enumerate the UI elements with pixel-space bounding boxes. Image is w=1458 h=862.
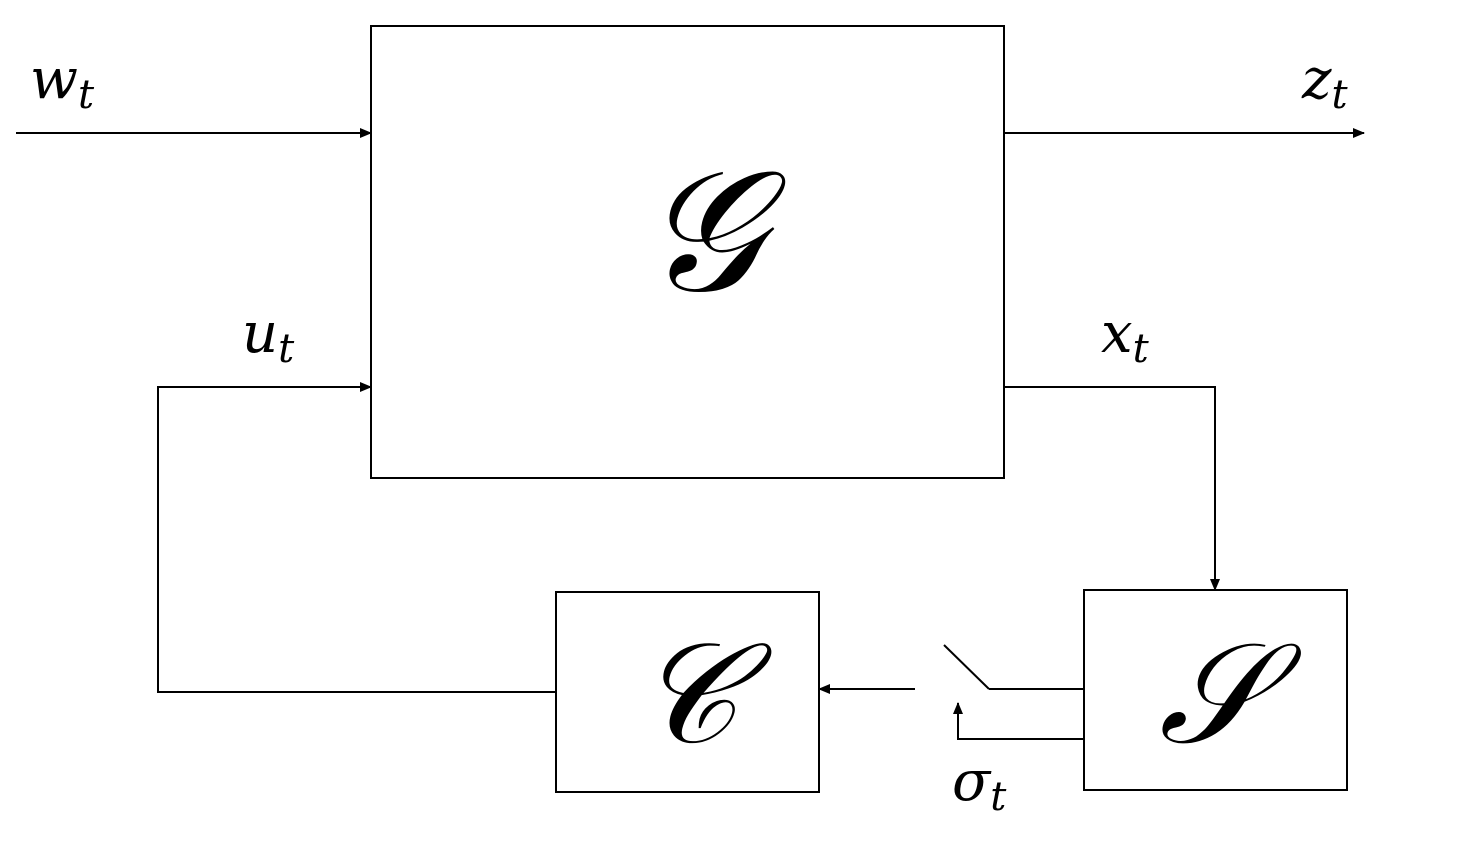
state-label: xt [1101, 301, 1150, 372]
performance-output-label-subscript: t [1332, 72, 1349, 118]
schedule-label: σt [952, 749, 1007, 820]
plant-block-label: 𝒢 [641, 133, 786, 331]
schedule-label-subscript: t [990, 774, 1007, 820]
control-input-label-base: u [242, 301, 278, 366]
disturbance-label-subscript: t [78, 72, 95, 118]
disturbance-label-base: w [30, 47, 78, 112]
state-label-base: x [1101, 301, 1133, 366]
control-input-connector [157, 382, 556, 693]
performance-output-label: zt [1301, 47, 1349, 118]
plant-block [370, 25, 1005, 479]
control-input-label-subscript: t [278, 326, 295, 372]
performance-output-label-base: z [1301, 47, 1332, 112]
disturbance-label: wt [30, 47, 95, 118]
state-connector [1004, 386, 1220, 591]
schedule-label-base: σ [952, 749, 992, 814]
controller-block [555, 591, 820, 793]
state-label-subscript: t [1133, 326, 1150, 372]
scheduler-block [1083, 589, 1348, 791]
control-input-label: ut [242, 301, 295, 372]
switch-blade [943, 644, 990, 690]
schedule-signal-arrow [953, 702, 1084, 740]
